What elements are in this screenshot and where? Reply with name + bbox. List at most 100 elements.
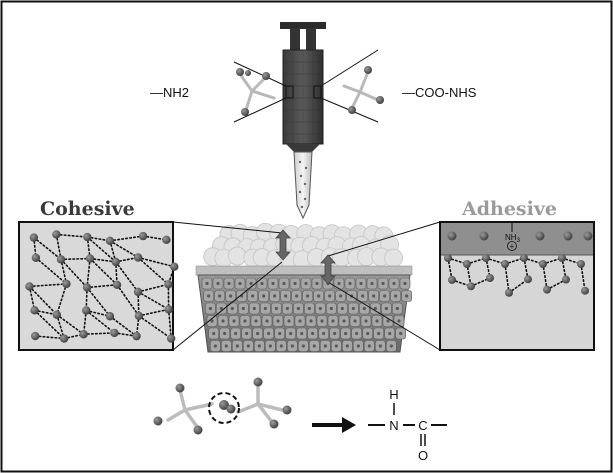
double-arrow-icon-right (320, 254, 336, 285)
cell-nucleus (245, 331, 249, 336)
cell-nucleus (268, 344, 272, 348)
cell-nucleus (397, 319, 401, 323)
network-link (89, 257, 117, 263)
network-link (86, 286, 111, 318)
cell-nucleus (320, 319, 324, 323)
cell-nucleus (289, 331, 293, 336)
surface-bead (447, 231, 457, 241)
polymer-bead (558, 254, 566, 262)
polymer-bead (170, 262, 179, 271)
cell-nucleus (345, 344, 349, 348)
adhesive-network (444, 254, 589, 297)
cell-nucleus (351, 306, 355, 311)
network-link (33, 236, 62, 261)
cell-nucleus (284, 294, 288, 298)
network-link (580, 263, 586, 292)
cell-nucleus (219, 306, 223, 311)
cell-nucleus (241, 306, 245, 311)
network-link (28, 283, 68, 288)
cell-nucleus (260, 281, 264, 286)
network-link (137, 283, 170, 293)
cohesive-title: Cohesive (40, 198, 135, 220)
cell-nucleus (287, 319, 291, 323)
ammonium-label: NH3 (505, 233, 521, 244)
product-carbon: C (418, 418, 427, 433)
polymer-bead (562, 275, 570, 284)
polymer-bead (56, 255, 66, 264)
cell-nucleus (311, 331, 315, 336)
network-link (114, 261, 139, 293)
polymer-bead (112, 280, 122, 290)
network-link (56, 283, 68, 316)
cohesive-network (25, 230, 179, 343)
cell-nucleus (267, 331, 271, 336)
cell-nucleus (282, 281, 286, 286)
cell-nucleus (246, 344, 250, 348)
polymer-bead (133, 253, 143, 262)
cell-nucleus (285, 306, 289, 311)
cell-nucleus (388, 331, 392, 336)
cell-nucleus (328, 294, 332, 298)
polymer-bead (83, 232, 92, 242)
foam-bubble (384, 248, 404, 268)
network-link (167, 308, 172, 340)
cell-nucleus (361, 294, 365, 298)
cell-nucleus (300, 331, 304, 336)
polymer-bead (501, 260, 509, 268)
cell-nucleus (221, 319, 225, 323)
cell-nucleus (395, 306, 399, 311)
polymer-bead (132, 331, 141, 341)
cell-nucleus (323, 344, 327, 348)
network-link (85, 309, 116, 334)
polymer-bead (31, 253, 41, 262)
cell-nucleus (381, 281, 385, 286)
network-link (28, 285, 58, 316)
syringe-icon (280, 22, 326, 220)
network-link (60, 258, 88, 289)
polymer-bead (25, 282, 34, 291)
polymer-bead (133, 287, 143, 297)
syringe-window-right (313, 85, 322, 99)
polymer-bead (85, 254, 95, 263)
cell-nucleus (279, 344, 283, 348)
network-link (109, 235, 144, 242)
cell-nucleus (218, 294, 222, 298)
cell-nucleus (298, 319, 302, 323)
cell-nucleus (356, 344, 360, 348)
polymer-bead (111, 257, 120, 267)
syringe-needle-dots (298, 160, 308, 209)
syringe-plunger-top (280, 22, 326, 29)
polymer-bead (82, 283, 92, 292)
polymer-bead (581, 286, 589, 295)
polymer-bead (30, 306, 39, 315)
cell-nucleus (359, 281, 363, 286)
polymer-bead (164, 280, 173, 289)
cell-nucleus (234, 331, 238, 336)
cell-nucleus (263, 306, 267, 311)
amine-group-label: —NH2 (150, 85, 189, 100)
polymer-bead (448, 275, 456, 284)
cell-nucleus (373, 306, 377, 311)
network-link (109, 239, 139, 259)
network-link (86, 236, 117, 263)
cell-nucleus (224, 344, 228, 348)
network-link (116, 284, 140, 317)
cell-nucleus (207, 294, 211, 298)
network-link (89, 257, 118, 286)
cell-nucleus (290, 344, 294, 348)
surface-bead (563, 231, 573, 241)
cell-nucleus (318, 306, 322, 311)
tissue-cells (201, 277, 412, 352)
network-link (137, 256, 176, 268)
sealant-foam (203, 222, 404, 270)
syringe-callout-lines (233, 49, 379, 123)
cell-nucleus (257, 344, 261, 348)
polymer-bead (486, 274, 494, 283)
network-link (34, 335, 65, 340)
polymer-bead (166, 334, 176, 343)
cell-nucleus (243, 319, 247, 323)
cell-nucleus (273, 294, 277, 298)
syringe-window-left (285, 85, 294, 99)
